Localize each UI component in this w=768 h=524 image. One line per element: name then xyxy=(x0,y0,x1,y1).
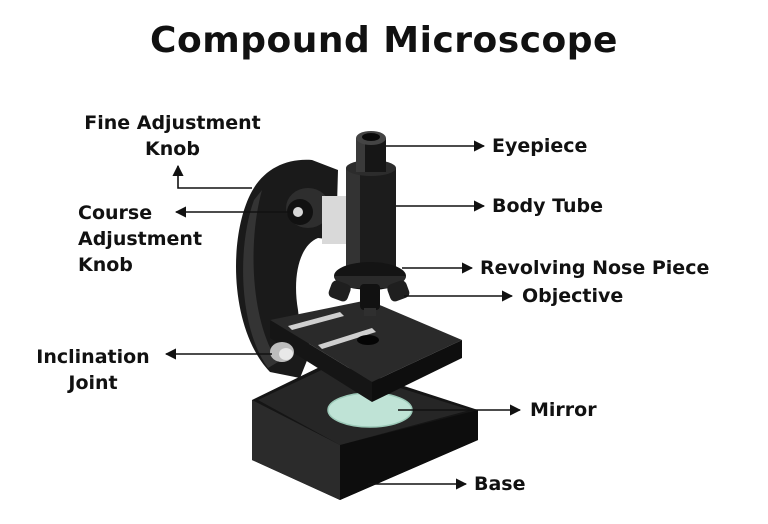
leader-arrows xyxy=(164,140,522,490)
label-mirror: Mirror xyxy=(530,399,597,421)
arrow-fine-knob xyxy=(172,164,252,189)
label-eyepiece: Eyepiece xyxy=(492,135,588,157)
label-body-tube: Body Tube xyxy=(492,195,604,217)
label-objective: Objective xyxy=(522,285,624,307)
label-inclination-line1: Inclination xyxy=(36,346,150,368)
label-fine-adjustment-knob: Fine Adjustment Knob xyxy=(70,110,275,162)
label-course-line3: Knob xyxy=(78,254,133,276)
label-revolving-nose-piece: Revolving Nose Piece xyxy=(480,257,710,279)
label-course-adjustment-knob: Course Adjustment Knob xyxy=(78,200,202,278)
label-course-line2: Adjustment xyxy=(78,228,203,250)
coarse-knob-part xyxy=(286,188,330,228)
label-fine-adjustment-line2: Knob xyxy=(145,138,200,160)
eyepiece-part xyxy=(356,131,386,172)
body-tube-part xyxy=(322,160,396,268)
stage-part xyxy=(270,300,462,402)
inclination-joint-part xyxy=(270,342,294,362)
label-inclination-line2: Joint xyxy=(68,372,118,394)
label-base: Base xyxy=(474,473,526,495)
label-inclination-joint: Inclination Joint xyxy=(26,344,160,396)
label-course-line1: Course xyxy=(78,202,153,224)
page-title: Compound Microscope xyxy=(150,20,618,61)
label-fine-adjustment-line1: Fine Adjustment xyxy=(84,112,261,134)
nose-piece-part xyxy=(328,262,410,316)
